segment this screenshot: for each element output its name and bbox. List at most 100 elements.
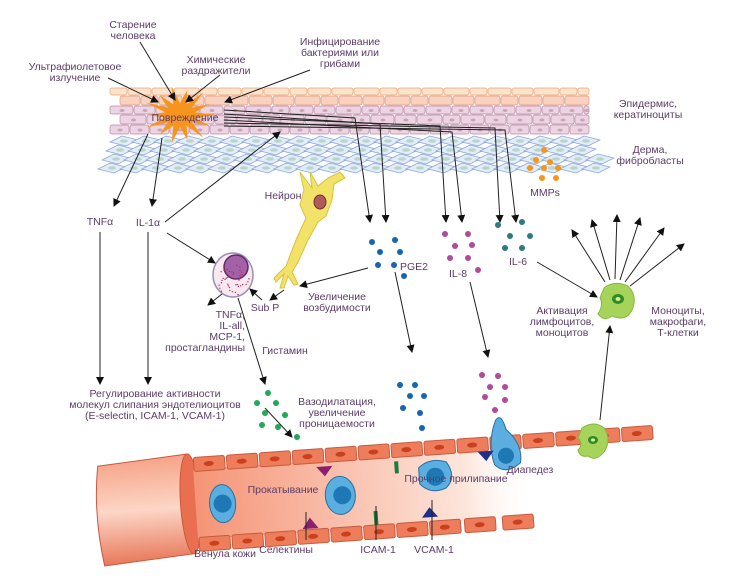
venule-label: Венула кожи	[194, 548, 256, 560]
arrow	[185, 74, 221, 103]
epidermal-cell	[320, 95, 339, 106]
epidermal-cell	[474, 95, 501, 106]
histamine-dot	[282, 412, 288, 418]
arrow	[624, 227, 665, 283]
pge2-dot	[401, 273, 407, 279]
epidermal-cell	[272, 95, 295, 106]
il6-dot	[507, 233, 513, 239]
arrow	[469, 281, 491, 358]
il6-dot	[519, 245, 525, 251]
arrow	[107, 77, 159, 103]
il8-dot	[452, 243, 458, 249]
pge2-vessel-dot	[397, 382, 403, 388]
mast-cell	[212, 252, 254, 298]
vcam-label: VCAM-1	[414, 544, 454, 556]
epidermal-cell	[230, 95, 249, 106]
epidermal-cell	[217, 87, 242, 96]
rolling-label: Прокатывание	[248, 484, 319, 496]
il8-dot	[447, 255, 453, 261]
monocyte-cell	[597, 282, 635, 320]
monocytes-label: Моноциты,макрофаги,Т-клетки	[650, 305, 706, 339]
arrow	[139, 41, 176, 101]
il6-dot	[527, 233, 533, 239]
il8-dot	[465, 255, 471, 261]
mast-products-label: TNFα,IL-all,MCP-1,простагландины	[165, 309, 245, 354]
il8-vessel-dot	[502, 397, 508, 403]
pge2-vessel-dot	[407, 393, 413, 399]
il8-vessel-dot	[482, 394, 488, 400]
mmps-dot	[539, 175, 545, 181]
pge2-dot	[377, 249, 383, 255]
epidermal-cell	[469, 87, 488, 96]
arrow	[223, 109, 373, 223]
mmps-dot	[547, 159, 553, 165]
epidermal-cell	[289, 87, 308, 96]
arrow	[599, 325, 614, 421]
mmps-label: MMPs	[530, 187, 560, 199]
histamine-dot	[265, 390, 271, 396]
il8-dot	[465, 231, 471, 237]
tnfa-label: TNFα	[87, 216, 113, 228]
pge2-vessel-dot	[421, 393, 427, 399]
il8-vessel-dot	[479, 372, 485, 378]
epidermal-cell	[397, 87, 422, 96]
il1a-label: IL-1α	[136, 217, 160, 229]
il8-label: IL-8	[449, 268, 467, 280]
epidermal-cell	[452, 95, 475, 106]
epidermal-cell	[263, 87, 290, 96]
epidermal-cell	[500, 95, 519, 106]
arrow	[207, 293, 223, 306]
epidermal-cell	[511, 87, 534, 96]
il8-vessel-dot	[492, 407, 498, 413]
firm-adhesion-label: Прочное прилипание	[404, 473, 507, 485]
arrow	[249, 288, 263, 301]
epidermal-cell	[518, 95, 543, 106]
epidermal-cell	[559, 87, 578, 96]
rolling-leukocyte	[209, 484, 237, 524]
arrow	[612, 214, 621, 280]
epidermal-cell	[109, 87, 128, 96]
dermis-label: Дерма,фибробласты	[616, 144, 683, 167]
diapedesis-label: Диапедез	[507, 464, 554, 476]
il6-dot	[519, 219, 525, 225]
arrow	[223, 116, 450, 223]
mmps-dot	[541, 147, 547, 153]
histamine-dot	[294, 434, 300, 440]
histamine-dot	[254, 400, 260, 406]
epidermal-cell	[338, 95, 363, 106]
pge2-vessel-dot	[400, 405, 406, 411]
pge2-dot	[392, 237, 398, 243]
arrow	[113, 133, 149, 207]
pge2-vessel-dot	[417, 410, 423, 416]
mmps-dot	[533, 157, 539, 163]
arrow	[237, 297, 267, 385]
arrow	[149, 137, 163, 207]
pge2-dot	[391, 262, 397, 268]
arrow	[571, 229, 606, 283]
arrow	[224, 69, 311, 104]
arrows	[96, 41, 685, 438]
mmps-dot	[527, 165, 533, 171]
epidermal-cell	[443, 87, 470, 96]
arrow	[299, 267, 369, 289]
histamine-label: Гистамин	[262, 345, 308, 357]
il8-dot	[469, 242, 475, 248]
neuron-label: Нейрон	[265, 190, 302, 202]
arrow	[264, 407, 293, 438]
damage-label: Повреждение	[151, 112, 218, 124]
il8-dot	[475, 267, 481, 273]
il6-dot	[502, 245, 508, 251]
il8-vessel-dot	[495, 373, 501, 379]
pge2-dot	[375, 262, 381, 268]
epidermal-cell	[564, 95, 590, 106]
epidermal-cell	[353, 87, 380, 96]
icam-label: ICAM-1	[360, 544, 396, 556]
